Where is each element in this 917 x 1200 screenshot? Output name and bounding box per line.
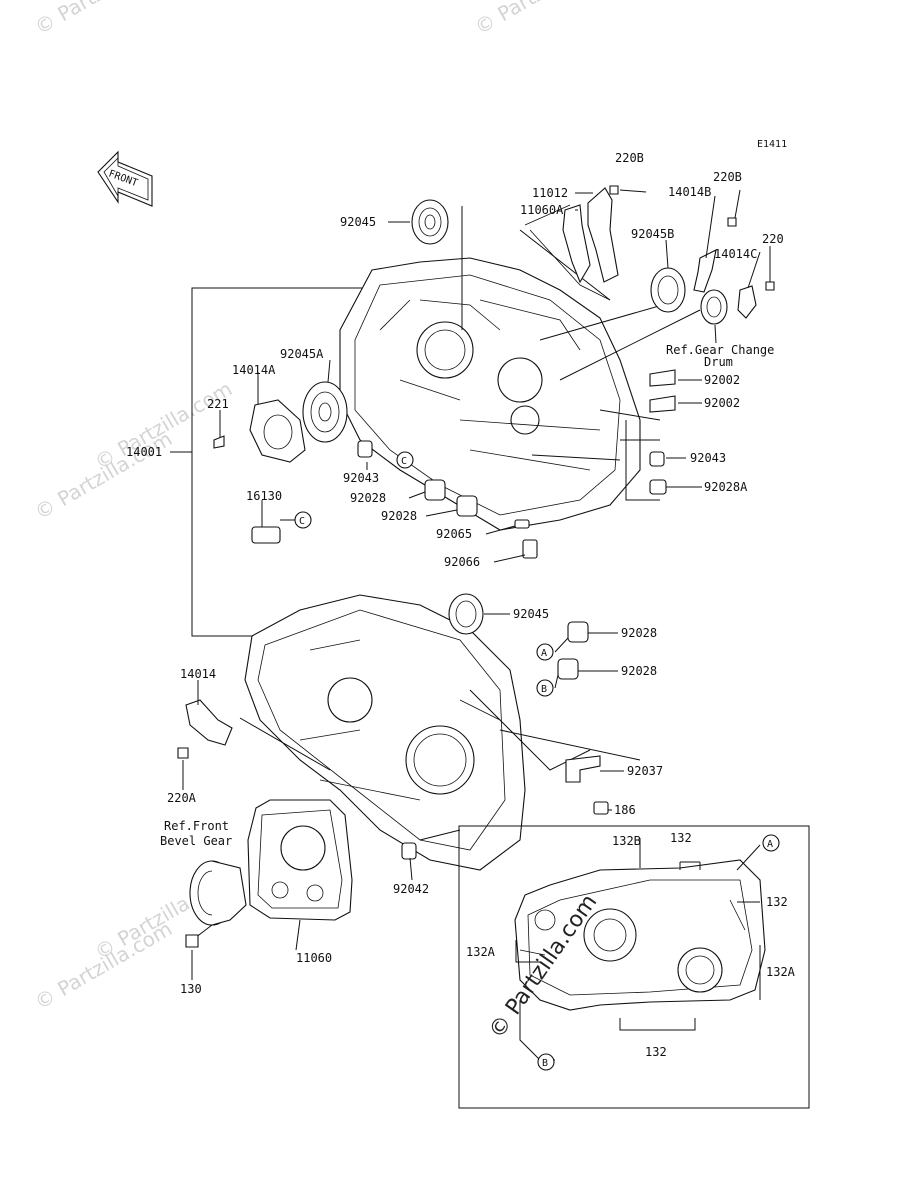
part-label: 16130 bbox=[246, 489, 282, 503]
plate-11012 bbox=[524, 187, 619, 301]
diagram-code: E1411 bbox=[757, 139, 787, 150]
watermark: © Partzilla.com bbox=[91, 376, 237, 474]
part-label: 130 bbox=[180, 982, 202, 996]
ref-gear-change-drum-line1: Ref.Gear Change bbox=[666, 343, 774, 357]
callout-b-left: B bbox=[536, 679, 554, 697]
part-label: 14014C bbox=[714, 247, 757, 261]
part-label: 14014B bbox=[668, 185, 711, 199]
part-label: 92045B bbox=[631, 227, 674, 241]
callout-b-inset: B bbox=[537, 1053, 555, 1071]
part-label: 92043 bbox=[690, 451, 726, 465]
callout-a-left: A bbox=[536, 643, 554, 661]
svg-text:C: C bbox=[401, 456, 407, 467]
part-label: 14001 bbox=[126, 445, 162, 459]
part-label: 92065 bbox=[436, 527, 472, 541]
ref-front-bevel-line2: Bevel Gear bbox=[160, 834, 232, 848]
bolts bbox=[177, 185, 775, 948]
watermark: © Partzilla.com bbox=[31, 0, 177, 39]
plate-14014A bbox=[249, 399, 306, 463]
upper-crankcase bbox=[339, 206, 701, 531]
svg-text:A: A bbox=[541, 648, 547, 659]
part-label: 132 bbox=[645, 1045, 667, 1059]
plate-14014 bbox=[185, 699, 233, 746]
ref-gear-change-drum-line2: Drum bbox=[704, 355, 733, 369]
part-label: 92045A bbox=[280, 347, 324, 361]
part-label: 132 bbox=[670, 831, 692, 845]
leader-lines bbox=[182, 189, 771, 1061]
inset-box bbox=[458, 825, 810, 1109]
plate-14014B bbox=[693, 249, 717, 293]
bearing-92045-top bbox=[411, 199, 449, 245]
part-label: 11060 bbox=[296, 951, 332, 965]
part-label: 92066 bbox=[444, 555, 480, 569]
part-label: 92037 bbox=[627, 764, 663, 778]
part-label: 92028 bbox=[350, 491, 386, 505]
svg-text:B: B bbox=[542, 1058, 548, 1069]
part-label: 92045 bbox=[340, 215, 376, 229]
part-label: 220B bbox=[713, 170, 742, 184]
ref-front-bevel-line1: Ref.Front bbox=[164, 819, 229, 833]
lower-crankcase bbox=[239, 594, 641, 871]
gasket-11060 bbox=[247, 799, 353, 921]
part-label: 132 bbox=[766, 895, 788, 909]
ref-labels: Ref.Gear Change Drum Ref.Front Bevel Gea… bbox=[160, 343, 774, 848]
part-label: 92002 bbox=[704, 373, 740, 387]
bracket-14001 bbox=[170, 287, 372, 637]
svg-text:C: C bbox=[299, 516, 305, 527]
part-label: 186 bbox=[614, 803, 636, 817]
part-label: 92002 bbox=[704, 396, 740, 410]
part-label: 221 bbox=[207, 397, 229, 411]
bearing-gear-drum bbox=[700, 289, 728, 325]
part-labels: 220B 11012 11060A 92045 220B 14014B 9204… bbox=[126, 151, 796, 1059]
part-label: 14014 bbox=[180, 667, 216, 681]
front-arrow-icon: FRONT bbox=[97, 150, 153, 207]
svg-text:B: B bbox=[541, 684, 547, 695]
circle-callouts: C C A B A B bbox=[294, 451, 780, 1071]
part-label: 92028A bbox=[704, 480, 748, 494]
callout-c-upper: C bbox=[396, 451, 414, 469]
part-label: 132A bbox=[466, 945, 496, 959]
bearing-92045A bbox=[302, 381, 348, 443]
watermark: © Partzilla.com bbox=[471, 0, 617, 39]
callout-a-inset: A bbox=[762, 834, 780, 852]
part-label: 92045 bbox=[513, 607, 549, 621]
part-label: 92042 bbox=[393, 882, 429, 896]
part-label: 220A bbox=[167, 791, 197, 805]
part-label: 11060A bbox=[520, 203, 564, 217]
part-label: 11012 bbox=[532, 186, 568, 200]
part-label: 92028 bbox=[381, 509, 417, 523]
part-label: 132B bbox=[612, 834, 641, 848]
part-label: 220B bbox=[615, 151, 644, 165]
small-parts bbox=[251, 369, 676, 860]
callout-c-lower: C bbox=[294, 511, 312, 529]
svg-text:A: A bbox=[767, 839, 773, 850]
bearing-92045B bbox=[650, 267, 686, 313]
bevel-gear-housing bbox=[189, 860, 247, 939]
part-label: 220 bbox=[762, 232, 784, 246]
part-label: 92028 bbox=[621, 626, 657, 640]
part-label: 92028 bbox=[621, 664, 657, 678]
part-label: 14014A bbox=[232, 363, 276, 377]
part-label: 132A bbox=[766, 965, 796, 979]
bearing-92045-mid bbox=[448, 593, 484, 635]
part-label: 92043 bbox=[343, 471, 379, 485]
plate-14014C bbox=[737, 285, 757, 319]
